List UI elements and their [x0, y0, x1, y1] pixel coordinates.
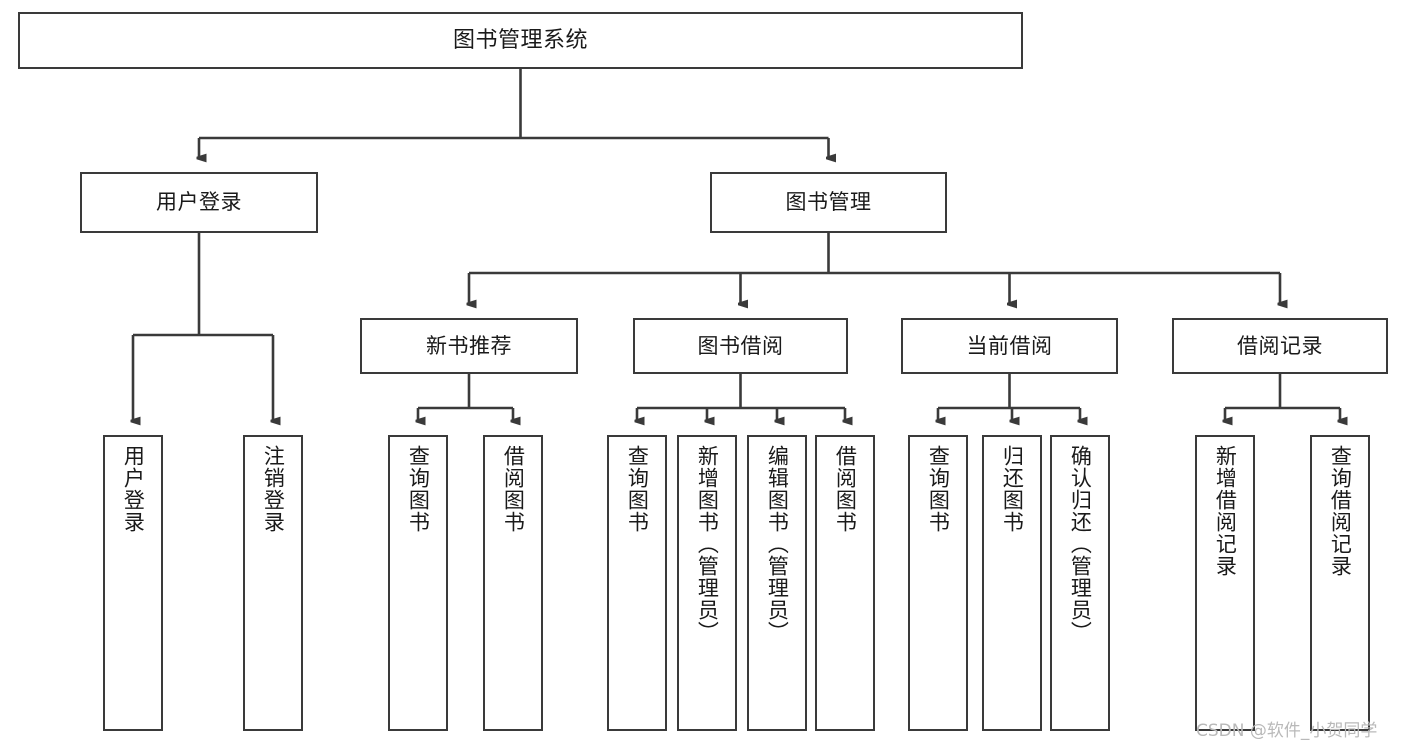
node-leaf-query-record[interactable]: 查询借阅记录: [1310, 435, 1370, 731]
node-leaf-borrow-book-2[interactable]: 借阅图书: [815, 435, 875, 731]
node-leaf-edit-book-label: 编辑图书（管理员）: [765, 445, 790, 643]
node-root[interactable]: 图书管理系统: [18, 12, 1023, 69]
node-leaf-add-book[interactable]: 新增图书（管理员）: [677, 435, 737, 731]
node-leaf-logout[interactable]: 注销登录: [243, 435, 303, 731]
node-borrow-record-label: 借阅记录: [1237, 333, 1323, 358]
node-leaf-logout-label: 注销登录: [261, 445, 286, 533]
node-leaf-query-record-label: 查询借阅记录: [1328, 445, 1353, 577]
node-book-manage-label: 图书管理: [785, 190, 872, 215]
node-leaf-query-book-3[interactable]: 查询图书: [908, 435, 968, 731]
node-leaf-edit-book[interactable]: 编辑图书（管理员）: [747, 435, 807, 731]
node-leaf-confirm-return-label: 确认归还（管理员）: [1068, 445, 1093, 643]
node-leaf-query-book-2-label: 查询图书: [625, 445, 650, 533]
node-leaf-add-book-label: 新增图书（管理员）: [695, 445, 720, 643]
node-current-borrow[interactable]: 当前借阅: [901, 318, 1118, 374]
node-user-login[interactable]: 用户登录: [80, 172, 318, 233]
node-new-book-recommend-label: 新书推荐: [426, 333, 512, 358]
node-book-borrow[interactable]: 图书借阅: [633, 318, 848, 374]
node-leaf-borrow-book-1-label: 借阅图书: [501, 445, 526, 533]
node-root-label: 图书管理系统: [452, 27, 588, 53]
node-leaf-borrow-book-2-label: 借阅图书: [833, 445, 858, 533]
node-leaf-query-book-2[interactable]: 查询图书: [607, 435, 667, 731]
node-current-borrow-label: 当前借阅: [966, 333, 1053, 358]
node-book-manage[interactable]: 图书管理: [710, 172, 947, 233]
node-leaf-add-record[interactable]: 新增借阅记录: [1195, 435, 1255, 731]
node-book-borrow-label: 图书借阅: [697, 333, 784, 358]
watermark: CSDN @软件_小贺同学: [1196, 721, 1378, 741]
node-leaf-borrow-book-1[interactable]: 借阅图书: [483, 435, 543, 731]
node-leaf-add-record-label: 新增借阅记录: [1213, 445, 1238, 577]
node-leaf-user-login-label: 用户登录: [121, 445, 146, 533]
node-leaf-user-login[interactable]: 用户登录: [103, 435, 163, 731]
node-leaf-confirm-return[interactable]: 确认归还（管理员）: [1050, 435, 1110, 731]
node-leaf-return-book[interactable]: 归还图书: [982, 435, 1042, 731]
node-leaf-query-book-1-label: 查询图书: [406, 445, 431, 533]
node-borrow-record[interactable]: 借阅记录: [1172, 318, 1388, 374]
node-leaf-query-book-3-label: 查询图书: [926, 445, 951, 533]
node-leaf-return-book-label: 归还图书: [1000, 445, 1025, 533]
node-user-login-label: 用户登录: [156, 190, 242, 215]
node-leaf-query-book-1[interactable]: 查询图书: [388, 435, 448, 731]
node-new-book-recommend[interactable]: 新书推荐: [360, 318, 578, 374]
